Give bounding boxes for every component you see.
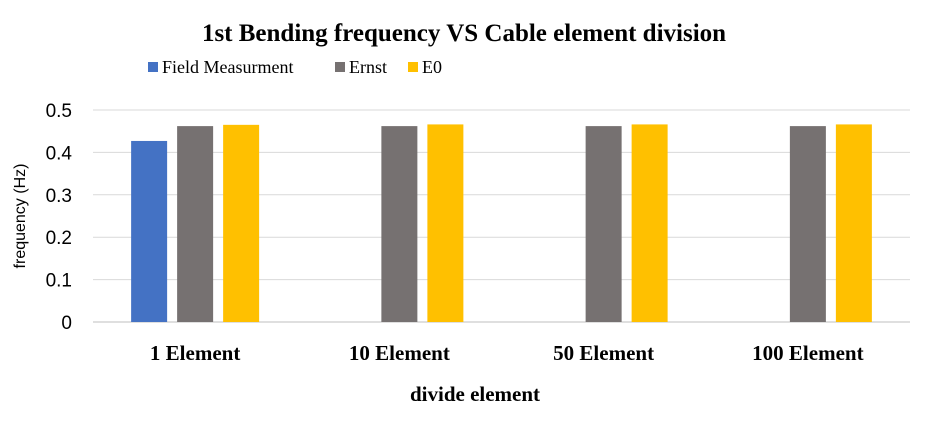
bar-field-measurment-0 [131, 140, 168, 322]
x-axis-label: divide element [410, 382, 540, 406]
y-tick-label: 0.1 [46, 271, 72, 292]
y-tick-label: 0.5 [46, 101, 72, 122]
y-axis-label: frequency (Hz) [12, 164, 29, 269]
x-axis-ticks: 1 Element 10 Element 50 Element 100 Element [150, 341, 864, 365]
bar-ernst-2 [585, 126, 622, 322]
bar-e0-2 [631, 124, 668, 322]
legend-label-e0: E0 [422, 57, 442, 77]
x-tick-label: 1 Element [150, 341, 240, 365]
gridlines [93, 109, 910, 323]
y-tick-label: 0.3 [46, 186, 72, 207]
bar-ernst-0 [177, 126, 214, 322]
bars [131, 124, 872, 322]
legend-label-ernst: Ernst [349, 57, 387, 77]
y-tick-label: 0.4 [46, 143, 73, 164]
legend-swatch-field-measurment [148, 62, 158, 72]
x-tick-label: 50 Element [553, 341, 654, 365]
bar-ernst-1 [381, 126, 418, 322]
x-tick-label: 10 Element [349, 341, 450, 365]
bar-e0-3 [835, 124, 872, 322]
bar-e0-0 [223, 124, 260, 322]
bar-e0-1 [427, 124, 464, 322]
y-tick-label: 0.2 [46, 228, 72, 249]
chart-title: 1st Bending frequency VS Cable element d… [202, 20, 726, 47]
y-tick-label: 0 [61, 313, 72, 334]
y-axis-ticks: 0 0.1 0.2 0.3 0.4 0.5 [46, 101, 73, 334]
bar-ernst-3 [789, 126, 826, 322]
legend-label-field-measurment: Field Measurment [162, 57, 293, 77]
x-tick-label: 100 Element [752, 341, 863, 365]
legend-swatch-ernst [335, 62, 345, 72]
legend-swatch-e0 [408, 62, 418, 72]
legend: Field Measurment Ernst E0 [148, 57, 442, 77]
